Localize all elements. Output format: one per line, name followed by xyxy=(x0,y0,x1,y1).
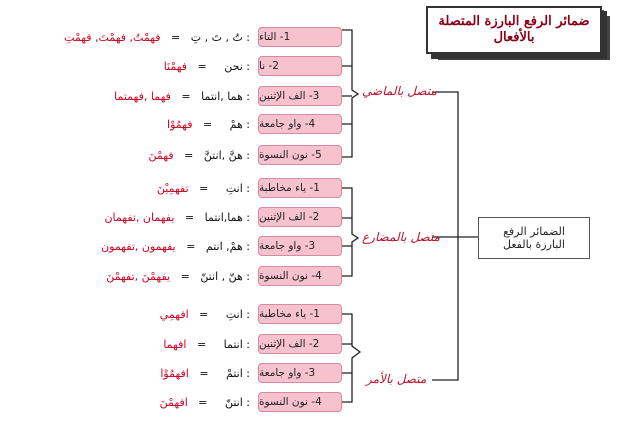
root-line-2: البارزة بالفعل xyxy=(503,238,565,251)
row-present-4: : هنّ , انتنّ = يفهمْنَ ,تفهمْنَ xyxy=(106,270,250,283)
row-present-1: : انتِ = تفهمِيْنَ xyxy=(156,182,250,195)
pill-past-5: 5- نون النسوة xyxy=(258,145,342,165)
row-present-3: : همْ, انتم = يفهمون ,تفهمون xyxy=(101,240,250,253)
row-imperative-1: : انتِ = افهمِي xyxy=(159,308,250,321)
row-present-2: : هما,انتما = يفهمان ,تفهمان xyxy=(104,211,250,224)
pill-present-3: 3- واو جامعة xyxy=(258,236,342,256)
title-box: ضمائر الرفع البارزة المتصلة بالأفعال xyxy=(426,6,602,54)
row-past-4: : همْ = فهمُوْا xyxy=(167,118,250,131)
title-line-1: ضمائر الرفع البارزة المتصلة xyxy=(438,14,590,29)
pill-imperative-4: 4- نون النسوة xyxy=(258,392,342,412)
pill-present-4: 4- نون النسوة xyxy=(258,266,342,286)
root-line-1: الضمائر الرفع xyxy=(503,225,565,238)
title-line-2: بالأفعال xyxy=(493,30,535,45)
row-past-1: : تُ , تَ , تِ = فهمْتُ, فهمْتَ, فهمْتِ xyxy=(64,31,250,44)
row-past-5: : هنَّ ,انتنَّ = فهمْنَ xyxy=(148,149,250,162)
row-past-2: : نحن = فهمْنَا xyxy=(163,60,250,73)
pill-imperative-3: 3- واو جامعة xyxy=(258,363,342,383)
pill-imperative-1: 1- ياء مخاطبة xyxy=(258,304,342,324)
row-imperative-3: : انتمْ = افهمُوْا xyxy=(160,367,250,380)
pill-imperative-2: 2- الف الإثنين xyxy=(258,334,342,354)
pill-past-2: 2- نا xyxy=(258,56,342,76)
pill-past-4: 4- واو جامعة xyxy=(258,114,342,134)
root-node: الضمائر الرفع البارزة بالفعل xyxy=(478,217,590,259)
pill-present-1: 1- ياء مخاطبة xyxy=(258,178,342,198)
category-imperative: متصل بالأمر xyxy=(366,372,427,386)
pill-past-3: 3- الف الإثنين xyxy=(258,86,342,106)
row-past-3: : هما ,انتما = فهما ,فهمتما xyxy=(114,90,250,103)
pill-present-2: 2- الف الإثنين xyxy=(258,207,342,227)
pill-past-1: 1- التاء xyxy=(258,27,342,47)
category-past: متصل بالماضي xyxy=(362,84,437,98)
row-imperative-4: : انتنّ = افهمْنَ xyxy=(159,396,250,409)
category-present: متصل بالمضارع xyxy=(362,230,440,244)
row-imperative-2: : انتما = افهما xyxy=(163,338,250,351)
